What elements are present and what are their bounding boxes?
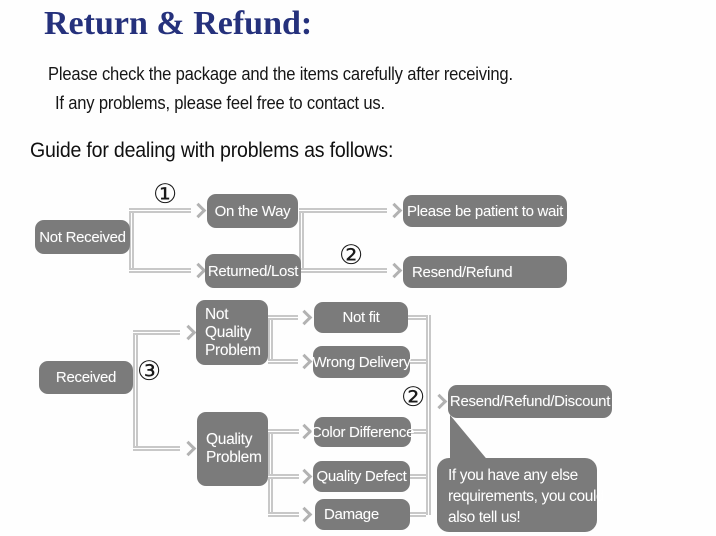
node-please-be-patient: Please be patient to wait — [403, 195, 567, 227]
connector-line — [299, 268, 387, 273]
arrowhead-icon — [180, 324, 197, 341]
connector-line — [129, 208, 191, 213]
node-resend-refund-discount: Resend/Refund/Discount — [448, 385, 612, 418]
connector-line — [408, 359, 426, 364]
connector-line — [406, 315, 426, 320]
node-not-quality-problem: Not Quality Problem — [196, 300, 268, 365]
connector-line — [299, 208, 387, 213]
arrowhead-icon — [296, 506, 313, 523]
intro-line-1: Please check the package and the items c… — [48, 64, 513, 84]
connector-line — [268, 429, 273, 514]
connector-line — [133, 446, 180, 451]
arrowhead-icon — [386, 202, 403, 219]
arrowhead-icon — [296, 309, 313, 326]
connector-line — [268, 512, 299, 517]
node-not-received: Not Received — [35, 220, 130, 254]
connector-line — [268, 315, 273, 361]
connector-line — [408, 474, 426, 479]
node-resend-refund: Resend/Refund — [403, 256, 567, 288]
connector-line — [408, 512, 426, 517]
step-marker-2-bottom: ② — [401, 382, 426, 413]
connector-line — [299, 208, 304, 271]
connector-line — [129, 268, 191, 273]
node-returned-lost: Returned/Lost — [205, 254, 301, 288]
step-marker-3: ③ — [137, 356, 162, 387]
speech-bubble-note: If you have any else requirements, you c… — [437, 458, 605, 532]
arrowhead-icon — [180, 440, 197, 457]
arrowhead-icon — [386, 262, 403, 279]
connector-line — [409, 429, 426, 434]
arrowhead-icon — [431, 393, 448, 410]
connector-line — [268, 474, 299, 479]
node-on-the-way: On the Way — [207, 194, 298, 228]
connector-line — [129, 208, 134, 271]
arrowhead-icon — [296, 468, 313, 485]
node-color-difference: Color Difference — [311, 417, 414, 447]
intro-line-2: If any problems, please feel free to con… — [55, 93, 385, 113]
arrowhead-icon — [190, 262, 207, 279]
connector-line — [268, 315, 298, 320]
step-marker-1: ① — [153, 179, 178, 210]
connector-line — [268, 429, 299, 434]
node-wrong-delivery: Wrong Delivery — [312, 346, 411, 378]
node-damage: Damage — [315, 499, 410, 530]
page-title: Return & Refund: — [44, 5, 313, 42]
connector-line — [133, 330, 180, 335]
connector-line — [426, 315, 431, 515]
node-quality-problem: Quality Problem — [197, 412, 268, 486]
connector-line — [133, 330, 138, 448]
node-received: Received — [39, 361, 133, 394]
arrowhead-icon — [190, 202, 207, 219]
step-marker-2-top: ② — [339, 240, 364, 271]
guide-heading: Guide for dealing with problems as follo… — [30, 139, 394, 162]
speech-bubble-tail — [450, 415, 490, 463]
arrowhead-icon — [296, 353, 313, 370]
node-not-fit: Not fit — [314, 302, 408, 333]
connector-line — [268, 359, 298, 364]
node-quality-defect: Quality Defect — [313, 461, 410, 492]
